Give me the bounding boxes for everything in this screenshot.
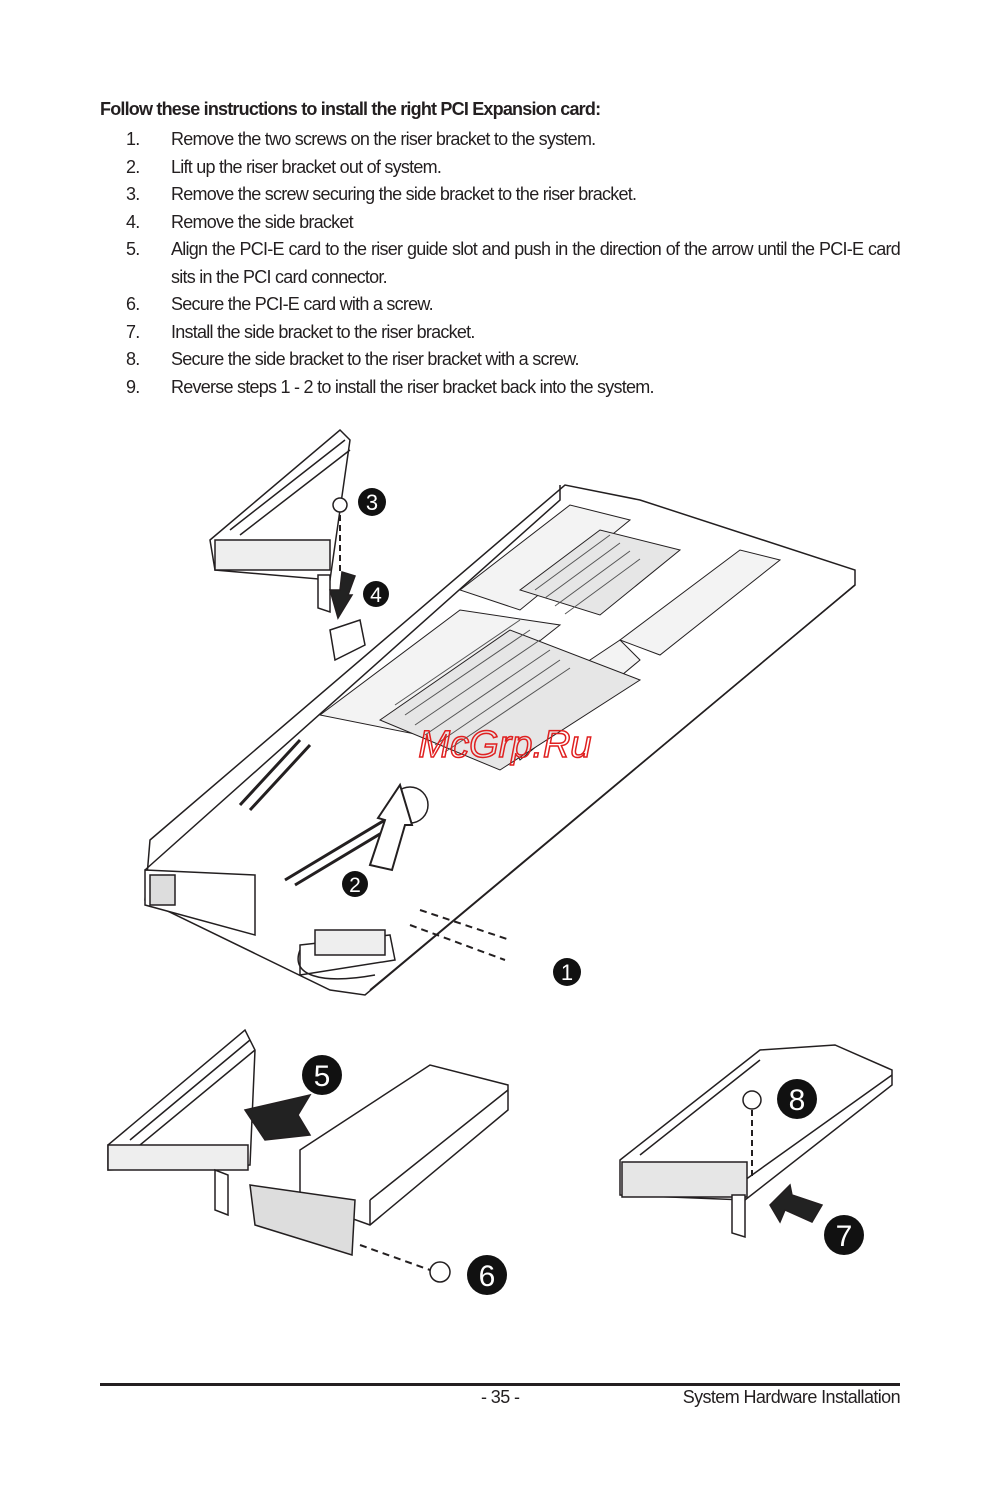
instructions-heading: Follow these instructions to install the… (100, 99, 601, 119)
watermark: McGrp.Ru (418, 724, 591, 766)
svg-text:6: 6 (479, 1260, 496, 1293)
step-number: 9. (126, 376, 140, 397)
installation-illustration: 1 2 3 4 5 6 7 8 McGrp.Ru (107, 428, 893, 1295)
step-list: 1. Remove the two screws on the riser bra… (100, 126, 901, 402)
side-bracket (329, 619, 366, 662)
footer-rule (100, 1383, 900, 1386)
callout-4: 4 (363, 581, 389, 607)
svg-text:1: 1 (561, 960, 573, 985)
step-text: Secure the side bracket to the riser bra… (171, 349, 579, 369)
step-number: 8. (126, 349, 140, 369)
svg-text:4: 4 (370, 584, 382, 607)
step-item: 8. Secure the side bracket to the riser b… (100, 346, 900, 374)
callout-6: 6 (467, 1255, 507, 1295)
step-number: 2. (126, 156, 140, 177)
riser-with-card-step5 (107, 1028, 509, 1283)
step-item: 6. Secure the PCI-E card with a screw. (100, 291, 900, 319)
step-text: Remove the screw securing the side brack… (171, 184, 637, 204)
svg-text:8: 8 (789, 1084, 806, 1117)
svg-text:3: 3 (366, 490, 378, 515)
step-text: Align the PCI-E card to the riser guide … (171, 239, 901, 287)
step-number: 6. (126, 294, 140, 314)
section-title: System Hardware Installation (682, 1387, 901, 1407)
down-arrow (329, 571, 356, 620)
riser-with-card-step7 (619, 1044, 893, 1239)
callout-3: 3 (358, 488, 386, 516)
server-node-chassis (144, 484, 856, 996)
riser-bracket (209, 428, 351, 614)
callout-1: 1 (553, 958, 581, 986)
step-item: 2. Lift up the riser bracket out of syste… (100, 154, 900, 182)
step-item: 5. Align the PCI-E card to the riser guid… (100, 236, 901, 291)
step-text: Remove the side bracket (171, 211, 354, 232)
callout-8: 8 (777, 1079, 817, 1119)
svg-text:5: 5 (314, 1060, 331, 1093)
step-number: 4. (126, 211, 140, 232)
lift-arrow (368, 782, 414, 872)
step-number: 1. (126, 129, 140, 149)
step-item: 1. Remove the two screws on the riser bra… (100, 126, 900, 154)
step-text: Reverse steps 1 - 2 to install the riser… (171, 376, 654, 397)
page-number: - 35 - (481, 1387, 520, 1407)
svg-text:2: 2 (349, 874, 361, 897)
step-text: Remove the two screws on the riser brack… (171, 129, 596, 149)
step-text: Install the side bracket to the riser br… (171, 321, 475, 342)
step-item: 4. Remove the side bracket (100, 209, 900, 237)
svg-text:7: 7 (836, 1220, 853, 1253)
callout-5: 5 (302, 1055, 342, 1095)
step-item: 7. Install the side bracket to the riser … (100, 319, 900, 347)
step-item: 9. Reverse steps 1 - 2 to install the ris… (100, 374, 900, 402)
callout-2: 2 (342, 871, 368, 897)
step-item: 3. Remove the screw securing the side bra… (100, 181, 900, 209)
step-text: Secure the PCI-E card with a screw. (171, 294, 434, 314)
step-number: 5. (126, 239, 140, 259)
step-text: Lift up the riser bracket out of system. (171, 156, 442, 177)
callout-7: 7 (824, 1215, 864, 1255)
step-number: 3. (126, 184, 140, 204)
step-number: 7. (126, 321, 140, 342)
